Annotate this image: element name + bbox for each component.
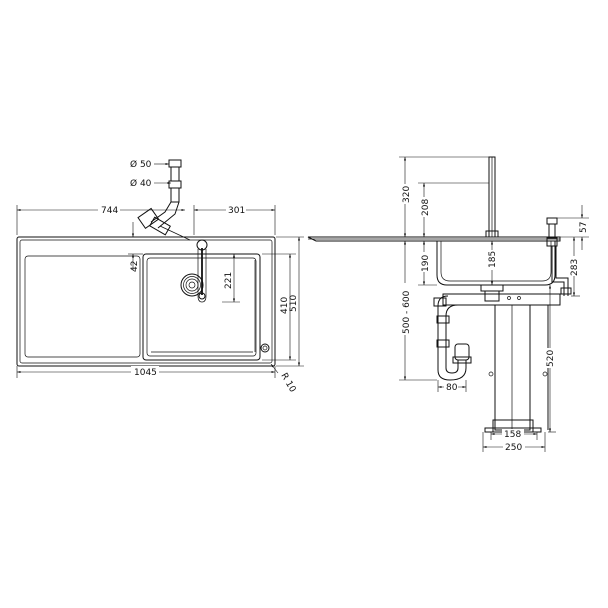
dim-283: 283: [570, 259, 580, 276]
dim-190: 190: [421, 255, 431, 272]
top-view: Ø 50 Ø 40 744 301 42 221 410 51: [16, 159, 304, 395]
dim-744: 744: [101, 206, 118, 216]
dim-410: 410: [280, 297, 290, 314]
dim-250: 250: [505, 443, 522, 453]
dim-208: 208: [421, 199, 431, 216]
siphon: [433, 284, 561, 381]
overflow-knob: [260, 343, 270, 353]
dim-57: 57: [579, 222, 589, 233]
dim-320: 320: [402, 186, 412, 203]
dim-1045: 1045: [134, 368, 157, 378]
support-column: [484, 296, 549, 433]
dim-diameter-40: Ø 40: [130, 178, 152, 189]
faucet: [196, 239, 208, 303]
side-rim: [307, 236, 561, 242]
dim-221: 221: [224, 272, 234, 289]
dim-r10: R 10: [278, 372, 297, 395]
dim-301: 301: [228, 206, 245, 216]
waste-pipe: [137, 159, 191, 241]
drainer-area: [24, 255, 141, 358]
dim-diameter-50: Ø 50: [130, 159, 152, 170]
drain-strainer: [180, 273, 204, 297]
faucet-side: [485, 156, 499, 238]
dim-520: 520: [546, 350, 556, 367]
dim-185: 185: [488, 251, 498, 268]
overflow-unit: [546, 217, 572, 296]
dim-500-600: 500 - 600: [402, 290, 412, 334]
dim-158: 158: [504, 430, 521, 440]
side-view: 320 208 190 185 500 - 600 57 283: [307, 156, 589, 453]
dim-42: 42: [130, 261, 140, 272]
dim-80: 80: [446, 383, 458, 393]
dim-510: 510: [289, 295, 299, 312]
